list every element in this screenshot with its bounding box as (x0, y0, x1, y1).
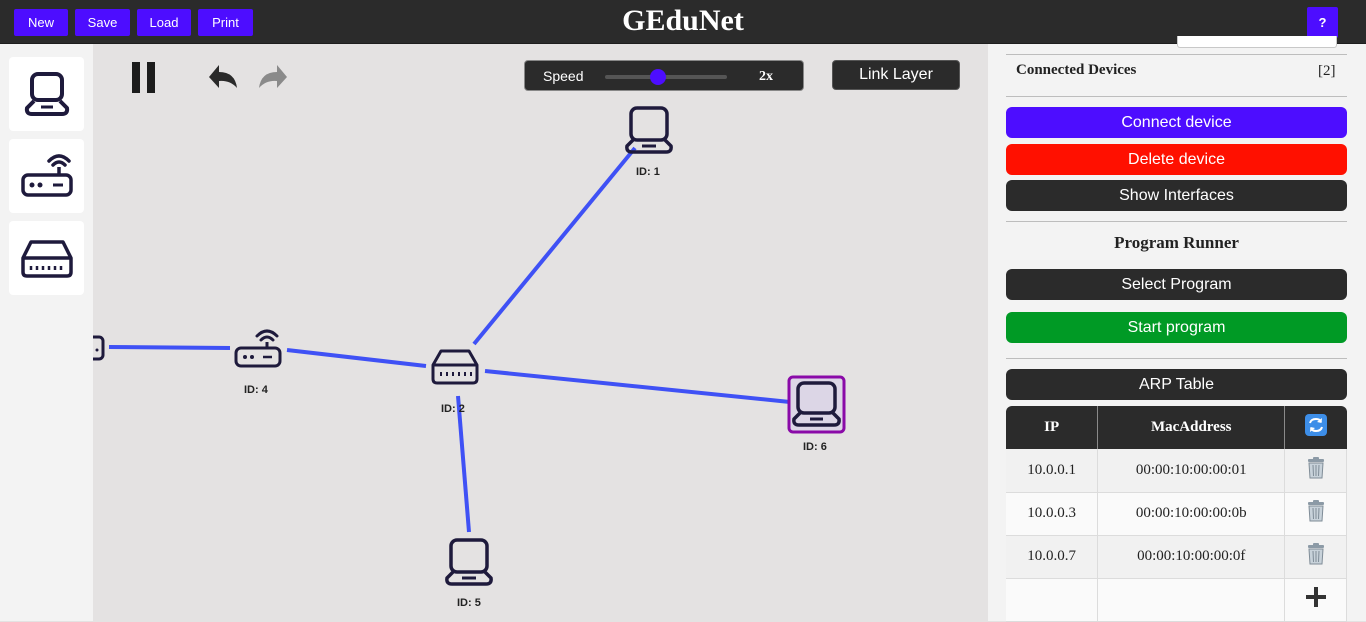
trash-icon (1307, 500, 1324, 522)
plus-icon (1305, 587, 1326, 607)
trash-icon (1307, 543, 1324, 565)
edge-2-1 (472, 146, 637, 346)
load-button[interactable]: Load (137, 9, 191, 36)
select-program-button[interactable]: Select Program (1006, 269, 1347, 300)
node-label-4: ID: 4 (244, 384, 268, 396)
node-label-5: ID: 5 (457, 597, 481, 609)
speed-label: Speed (543, 68, 584, 84)
arp-mac: 00:00:10:00:00:01 (1097, 449, 1286, 493)
connected-devices-label: Connected Devices (1016, 62, 1137, 78)
router-icon (20, 154, 73, 197)
link-layer-button[interactable]: Link Layer (832, 60, 960, 90)
switch-node-2[interactable] (431, 349, 479, 385)
save-button[interactable]: Save (75, 9, 130, 36)
arp-ip: 10.0.0.1 (1006, 449, 1099, 493)
new-button[interactable]: New (14, 9, 68, 36)
app-title: GEduNet (622, 4, 744, 37)
print-button[interactable]: Print (198, 9, 253, 36)
edge-offscreen-4 (108, 345, 231, 350)
undo-icon[interactable] (209, 65, 237, 88)
device-panel: Connected Devices [2] Connect device Del… (988, 36, 1366, 622)
edge-2-6 (484, 369, 791, 404)
delete-entry-button[interactable] (1284, 449, 1347, 493)
arp-mac: 00:00:10:00:00:0f (1097, 535, 1286, 579)
arp-table: IP MacAddress 10.0.0.1 00:00:10:00:00:01 (1006, 406, 1347, 622)
pause-icon[interactable] (132, 62, 155, 93)
network-graph (93, 62, 846, 586)
laptop-node-1[interactable] (625, 106, 673, 154)
delete-device-button[interactable]: Delete device (1006, 144, 1347, 175)
help-button[interactable]: ? (1307, 7, 1338, 38)
node-label-2: ID: 2 (441, 403, 465, 415)
divider (1006, 221, 1347, 222)
network-canvas[interactable]: ID: 1 ID: 2 ID: 4 ID: 5 ID: 6 Speed 2x L… (93, 44, 988, 621)
refresh-icon (1304, 414, 1327, 436)
router-node-offscreen[interactable] (93, 335, 105, 361)
speed-slider[interactable] (605, 75, 727, 79)
edge-4-2 (286, 348, 427, 368)
node-label-1: ID: 1 (636, 166, 660, 178)
node-label-6: ID: 6 (803, 441, 827, 453)
arp-header-mac: MacAddress (1097, 406, 1286, 449)
top-bar: New Save Load Print GEduNet ? (0, 0, 1366, 44)
connect-device-button[interactable]: Connect device (1006, 107, 1347, 138)
palette-switch[interactable] (9, 221, 84, 295)
arp-ip: 10.0.0.7 (1006, 535, 1099, 579)
table-row: 10.0.0.3 00:00:10:00:00:0b (1006, 492, 1347, 536)
palette-laptop[interactable] (9, 57, 84, 131)
switch-icon (20, 240, 73, 278)
show-interfaces-button[interactable]: Show Interfaces (1006, 180, 1347, 211)
connected-devices-count: [2] (1318, 63, 1336, 79)
start-program-button[interactable]: Start program (1006, 312, 1347, 343)
delete-entry-button[interactable] (1284, 535, 1347, 579)
new-mac-cell[interactable] (1097, 578, 1286, 622)
table-row-new (1006, 578, 1347, 622)
arp-mac: 00:00:10:00:00:0b (1097, 492, 1286, 536)
speed-slider-thumb[interactable] (650, 69, 666, 85)
program-runner-title: Program Runner (1114, 233, 1239, 252)
device-palette (0, 44, 93, 621)
speed-value: 2x (759, 69, 773, 84)
router-node-4[interactable] (234, 329, 282, 368)
table-row: 10.0.0.1 00:00:10:00:00:01 (1006, 449, 1347, 493)
arp-ip: 10.0.0.3 (1006, 492, 1099, 536)
divider (1006, 54, 1347, 55)
laptop-icon (24, 72, 69, 116)
arp-header-ip: IP (1006, 406, 1099, 449)
laptop-node-5[interactable] (445, 538, 493, 586)
new-ip-cell[interactable] (1006, 578, 1099, 622)
field-partial[interactable] (1177, 36, 1337, 48)
refresh-button[interactable] (1284, 406, 1347, 449)
edge-2-5 (456, 395, 471, 533)
trash-icon (1307, 456, 1324, 479)
arp-table-button[interactable]: ARP Table (1006, 369, 1347, 400)
divider (1006, 358, 1347, 359)
table-row: 10.0.0.7 00:00:10:00:00:0f (1006, 535, 1347, 579)
divider (1006, 96, 1347, 97)
speed-control: Speed 2x (524, 60, 804, 91)
redo-icon[interactable] (259, 65, 287, 88)
laptop-node-6[interactable] (787, 375, 846, 434)
palette-router[interactable] (9, 139, 84, 213)
delete-entry-button[interactable] (1284, 492, 1347, 536)
add-entry-button[interactable] (1284, 578, 1347, 622)
